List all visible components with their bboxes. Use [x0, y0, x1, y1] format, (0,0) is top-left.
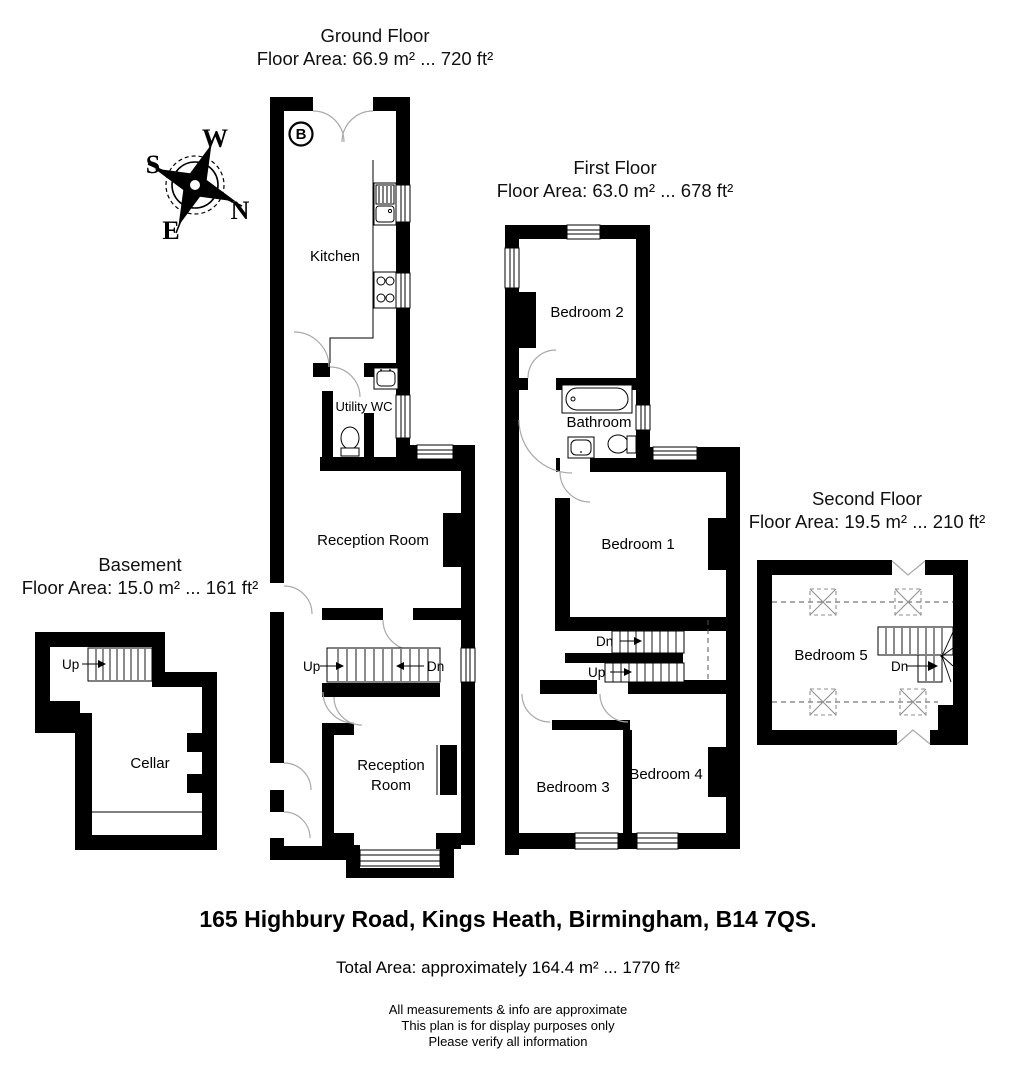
room-label-bathroom: Bathroom [566, 414, 631, 431]
marker-b: B [288, 121, 314, 147]
compass-north: N [231, 196, 250, 225]
first-floor-plan: Dn Up Bedroom 2 Bathroom Bedroom 1 Bedro… [504, 224, 740, 855]
room-label-bedroom-5: Bedroom 5 [794, 647, 867, 664]
bedroom2-window [566, 224, 601, 240]
second-floor-stairs: Dn [877, 626, 954, 683]
room-label-reception-1: Reception Room [317, 532, 429, 549]
room-label-bedroom-4: Bedroom 4 [629, 766, 702, 783]
door-arc [518, 419, 573, 474]
door-arc [333, 696, 363, 726]
ground-floor-title-block: Ground Floor Floor Area: 66.9 m² ... 720… [195, 24, 555, 70]
stairs-dn-label: Dn [596, 634, 613, 649]
left-window [504, 247, 520, 289]
utility-sink [373, 367, 399, 390]
kitchen-window [395, 184, 411, 223]
second-floor-plan: Dn Bedroom 5 [757, 560, 968, 745]
door-arc [527, 349, 557, 379]
side-window [416, 444, 454, 460]
room-label-bedroom-2: Bedroom 2 [550, 304, 623, 321]
bedroom3-window [574, 832, 619, 850]
kitchen-counter [329, 160, 374, 363]
bedroom4-window [636, 832, 679, 850]
stairs-up-label: Up [588, 665, 605, 680]
door-arc [322, 691, 355, 724]
door-arc [283, 585, 313, 615]
door-arc [283, 762, 312, 791]
skylight [899, 688, 927, 716]
room-label-reception-2: Reception [357, 757, 425, 774]
side-window [652, 446, 698, 461]
kitchen-sink [373, 182, 397, 226]
ground-floor-area: Floor Area: 66.9 m² ... 720 ft² [256, 48, 494, 69]
bath-tub [561, 384, 633, 414]
door-arc [521, 693, 551, 723]
room-label-kitchen: Kitchen [310, 248, 360, 265]
bathroom-sink [567, 436, 595, 459]
basement-title-block: Basement Floor Area: 15.0 m² ... 161 ft² [0, 553, 280, 599]
kitchen-window [395, 272, 411, 309]
basement-title: Basement [98, 554, 182, 575]
ground-floor-title: Ground Floor [320, 25, 430, 46]
ground-stairs: Up Dn [303, 647, 444, 683]
utility-window [395, 394, 411, 439]
compass-east: E [162, 216, 179, 245]
door-arc [329, 366, 361, 398]
basement-plan: Up Cellar [35, 632, 217, 850]
marker-b-label: B [296, 126, 307, 143]
stairs-up-label: Up [62, 657, 79, 672]
disclaimer-line: Please verify all information [428, 1034, 588, 1049]
stairs-dn-label: Dn [427, 659, 444, 674]
room-label-bedroom-3: Bedroom 3 [536, 779, 609, 796]
skylight [809, 688, 837, 716]
room-label-reception-2: Room [371, 777, 411, 794]
door-arc [382, 619, 414, 651]
first-floor-area: Floor Area: 63.0 m² ... 678 ft² [496, 180, 734, 201]
stairs-up-label: Up [303, 659, 320, 674]
compass-west: W [202, 124, 228, 153]
door-arc [559, 471, 591, 503]
roof-window-notch [896, 729, 931, 745]
door-arc [293, 331, 330, 368]
room-label-cellar: Cellar [130, 755, 169, 772]
second-floor-title: Second Floor [811, 488, 923, 509]
compass-rose: W S N E [146, 124, 250, 245]
bathroom-window [635, 404, 651, 431]
entrance-double-door [312, 110, 374, 143]
basement-stairs: Up [62, 647, 153, 682]
toilet [340, 426, 360, 457]
room-label-bedroom-1: Bedroom 1 [601, 536, 674, 553]
basement-area: Floor Area: 15.0 m² ... 161 ft² [21, 577, 259, 598]
disclaimer-block: All measurements & info are approximate … [0, 1002, 1016, 1050]
roof-window-notch [891, 560, 926, 576]
bathroom-toilet [607, 434, 637, 454]
property-address: 165 Highbury Road, Kings Heath, Birmingh… [199, 906, 817, 932]
skylight [809, 588, 837, 616]
ground-floor-plan: Up Dn B Kitchen Utility WC Reception Roo… [270, 97, 476, 878]
first-floor-title-block: First Floor Floor Area: 63.0 m² ... 678 … [440, 156, 790, 202]
skylight [894, 588, 922, 616]
total-area: Total Area: approximately 164.4 m² ... 1… [336, 958, 680, 977]
first-floor-stairs: Dn Up [588, 620, 709, 683]
second-floor-title-block: Second Floor Floor Area: 19.5 m² ... 210… [702, 487, 1016, 533]
compass-south: S [146, 150, 160, 179]
stairs-dn-label: Dn [891, 659, 908, 674]
first-floor-title: First Floor [573, 157, 657, 178]
bay-window [346, 845, 454, 878]
second-floor-area: Floor Area: 19.5 m² ... 210 ft² [748, 511, 986, 532]
door-arc [599, 693, 629, 723]
stair-window [460, 647, 476, 683]
room-label-utility-wc: Utility WC [335, 399, 392, 414]
disclaimer-line: This plan is for display purposes only [401, 1018, 615, 1033]
hob [373, 271, 397, 309]
door-arc [283, 811, 311, 839]
disclaimer-line: All measurements & info are approximate [388, 1002, 628, 1017]
